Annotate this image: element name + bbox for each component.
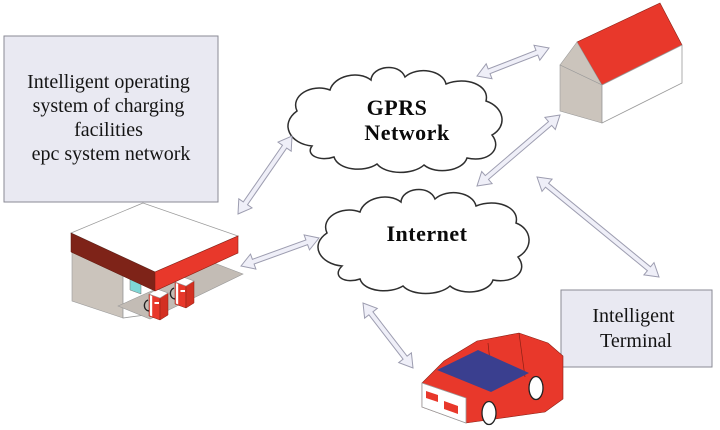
arrow-station-gprs [237, 135, 293, 215]
charging-pile [143, 288, 169, 321]
charging-system-box: Intelligent operating system of charging… [3, 35, 219, 203]
gprs-cloud-shape [287, 66, 503, 174]
arrow-station-internet [240, 234, 320, 270]
internet-cloud-shape [317, 188, 530, 295]
car-headlight-right [444, 401, 458, 414]
pile-stripe [149, 295, 153, 317]
arrow-internet-house [476, 114, 561, 187]
pile-cable [169, 287, 176, 300]
gprs-cloud: GPRS Network [287, 66, 503, 174]
terminal-box-frame [560, 289, 713, 368]
internet-cloud-label: Internet [387, 221, 468, 246]
car-rear-wheel [528, 375, 544, 401]
station-canopy-right-fascia [154, 235, 239, 292]
gprs-cloud-label: GPRS Network [364, 95, 450, 145]
charging-pile [169, 276, 195, 309]
terminal-box-label: Intelligent Terminal [592, 305, 679, 352]
charging-piles [143, 276, 195, 321]
arrow-gprs-house [476, 44, 550, 80]
car-windshield [437, 350, 529, 392]
arrow-internet-car [362, 302, 414, 369]
pile-screen [180, 290, 185, 292]
arrow-internet-terminal [536, 176, 660, 278]
house-icon [559, 2, 683, 124]
pile-cable [143, 299, 150, 312]
charging-station-icon [70, 202, 244, 321]
charging-system-box-frame [3, 35, 219, 203]
car-front-wheel [481, 400, 497, 426]
internet-cloud: Internet [317, 188, 530, 295]
charging-system-box-label: Intelligent operating system of charging… [27, 71, 195, 165]
house-right-wall [601, 44, 683, 124]
terminal-box: Intelligent Terminal [560, 289, 713, 368]
car-headlight-left [426, 391, 438, 402]
pile-stripe [175, 283, 179, 305]
pile-screen [154, 302, 159, 304]
electric-car-icon [421, 332, 564, 426]
link-arrows [237, 44, 660, 369]
